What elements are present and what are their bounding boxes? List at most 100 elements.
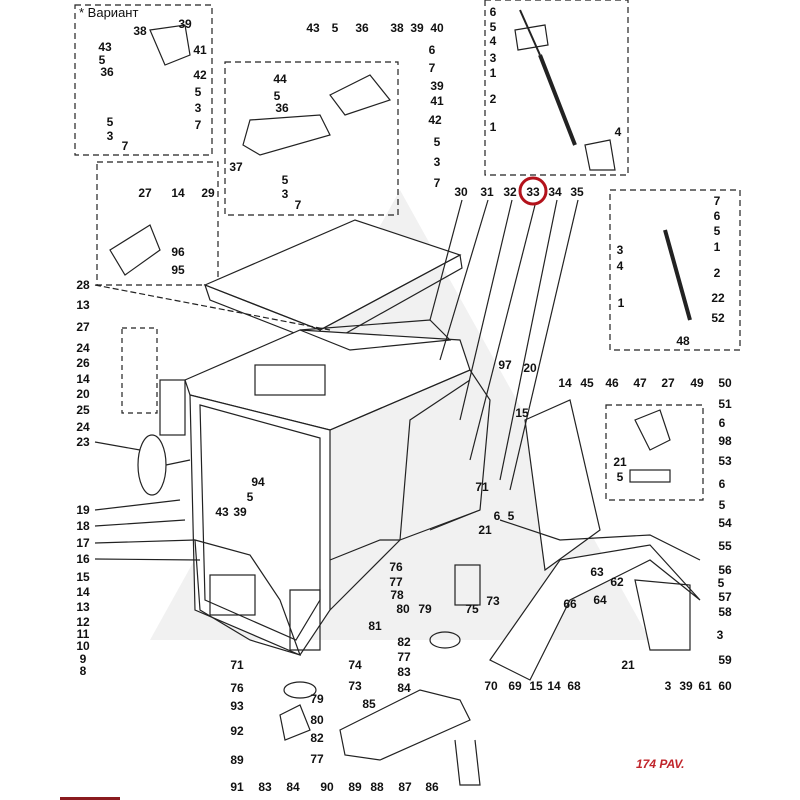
callout-82: 82 — [397, 635, 411, 649]
callout-42: 42 — [428, 113, 442, 127]
callout-66: 66 — [563, 597, 577, 611]
callout-57: 57 — [718, 590, 732, 604]
callout-84: 84 — [286, 780, 300, 794]
callout-77: 77 — [389, 575, 403, 589]
callout-81: 81 — [368, 619, 382, 633]
callout-23: 23 — [76, 435, 90, 449]
callout-22: 22 — [711, 291, 725, 305]
callout-71: 71 — [230, 658, 244, 672]
callout-37: 37 — [229, 160, 243, 174]
callout-94: 94 — [251, 475, 265, 489]
callout-43: 43 — [306, 21, 320, 35]
callout-78: 78 — [390, 588, 404, 602]
callout-40: 40 — [430, 21, 444, 35]
mount-beam — [339, 689, 471, 761]
callout-75: 75 — [465, 602, 479, 616]
callout-15: 15 — [529, 679, 543, 693]
callout-5: 5 — [717, 576, 725, 590]
callout-2: 2 — [713, 266, 721, 280]
callout-87: 87 — [398, 780, 412, 794]
callout-95: 95 — [171, 263, 185, 277]
callout-33: 33 — [526, 185, 540, 199]
callout-41: 41 — [430, 94, 444, 108]
callout-34: 34 — [548, 185, 562, 199]
callout-5: 5 — [273, 89, 281, 103]
callout-6: 6 — [718, 477, 726, 491]
latch-detail-box — [605, 404, 704, 501]
mud-flap — [634, 579, 691, 651]
callout-3: 3 — [194, 101, 202, 115]
callout-43: 43 — [98, 40, 112, 54]
callout-11: 11 — [76, 627, 90, 641]
callout-20: 20 — [76, 387, 90, 401]
callout-27: 27 — [76, 320, 90, 334]
callout-84: 84 — [397, 681, 411, 695]
callout-92: 92 — [230, 724, 244, 738]
rear-door-glass — [524, 399, 601, 572]
callout-69: 69 — [508, 679, 522, 693]
callout-5: 5 — [713, 224, 721, 238]
callout-24: 24 — [76, 420, 90, 434]
callout-6: 6 — [428, 43, 436, 57]
callout-6: 6 — [718, 416, 726, 430]
callout-98: 98 — [718, 434, 732, 448]
callout-5: 5 — [718, 498, 726, 512]
callout-88: 88 — [370, 780, 384, 794]
callout-28: 28 — [76, 278, 90, 292]
callout-36: 36 — [275, 101, 289, 115]
callout-46: 46 — [605, 376, 619, 390]
callout-29: 29 — [201, 186, 215, 200]
callout-53: 53 — [718, 454, 732, 468]
callout-14: 14 — [558, 376, 572, 390]
callout-20: 20 — [523, 361, 537, 375]
callout-39: 39 — [430, 79, 444, 93]
callout-4: 4 — [614, 125, 622, 139]
callout-27: 27 — [661, 376, 675, 390]
callout-7: 7 — [433, 176, 441, 190]
callout-5: 5 — [194, 85, 202, 99]
rear-strut-detail-box — [609, 189, 741, 351]
callout-12: 12 — [76, 615, 90, 629]
callout-41: 41 — [193, 43, 207, 57]
callout-58: 58 — [718, 605, 732, 619]
variant-detail-box — [74, 4, 213, 156]
gas-strut-detail-box — [484, 0, 629, 176]
callout-30: 30 — [454, 185, 468, 199]
callout-79: 79 — [418, 602, 432, 616]
callout-42: 42 — [193, 68, 207, 82]
callout-83: 83 — [258, 780, 272, 794]
callout-3: 3 — [281, 187, 289, 201]
callout-7: 7 — [121, 139, 129, 153]
mirror — [137, 434, 167, 496]
callout-13: 13 — [76, 298, 90, 312]
callout-39: 39 — [233, 505, 247, 519]
callout-56: 56 — [718, 563, 732, 577]
callout-97: 97 — [498, 358, 512, 372]
callout-16: 16 — [76, 552, 90, 566]
callout-1: 1 — [713, 240, 721, 254]
callout-7: 7 — [428, 61, 436, 75]
callout-17: 17 — [76, 536, 90, 550]
callout-54: 54 — [718, 516, 732, 530]
callout-6: 6 — [713, 209, 721, 223]
roof-hatch-detail-box — [224, 61, 399, 216]
callout-39: 39 — [410, 21, 424, 35]
callout-89: 89 — [348, 780, 362, 794]
callout-3: 3 — [433, 155, 441, 169]
callout-5: 5 — [616, 470, 624, 484]
callout-59: 59 — [718, 653, 732, 667]
callout-1: 1 — [489, 66, 497, 80]
callout-51: 51 — [718, 397, 732, 411]
callout-38: 38 — [133, 24, 147, 38]
callout-6: 6 — [489, 5, 497, 19]
callout-62: 62 — [610, 575, 624, 589]
callout-91: 91 — [230, 780, 244, 794]
callout-25: 25 — [76, 403, 90, 417]
callout-48: 48 — [676, 334, 690, 348]
callout-49: 49 — [690, 376, 704, 390]
callout-9: 9 — [79, 652, 87, 666]
callout-13: 13 — [76, 600, 90, 614]
callout-76: 76 — [230, 681, 244, 695]
callout-76: 76 — [389, 560, 403, 574]
